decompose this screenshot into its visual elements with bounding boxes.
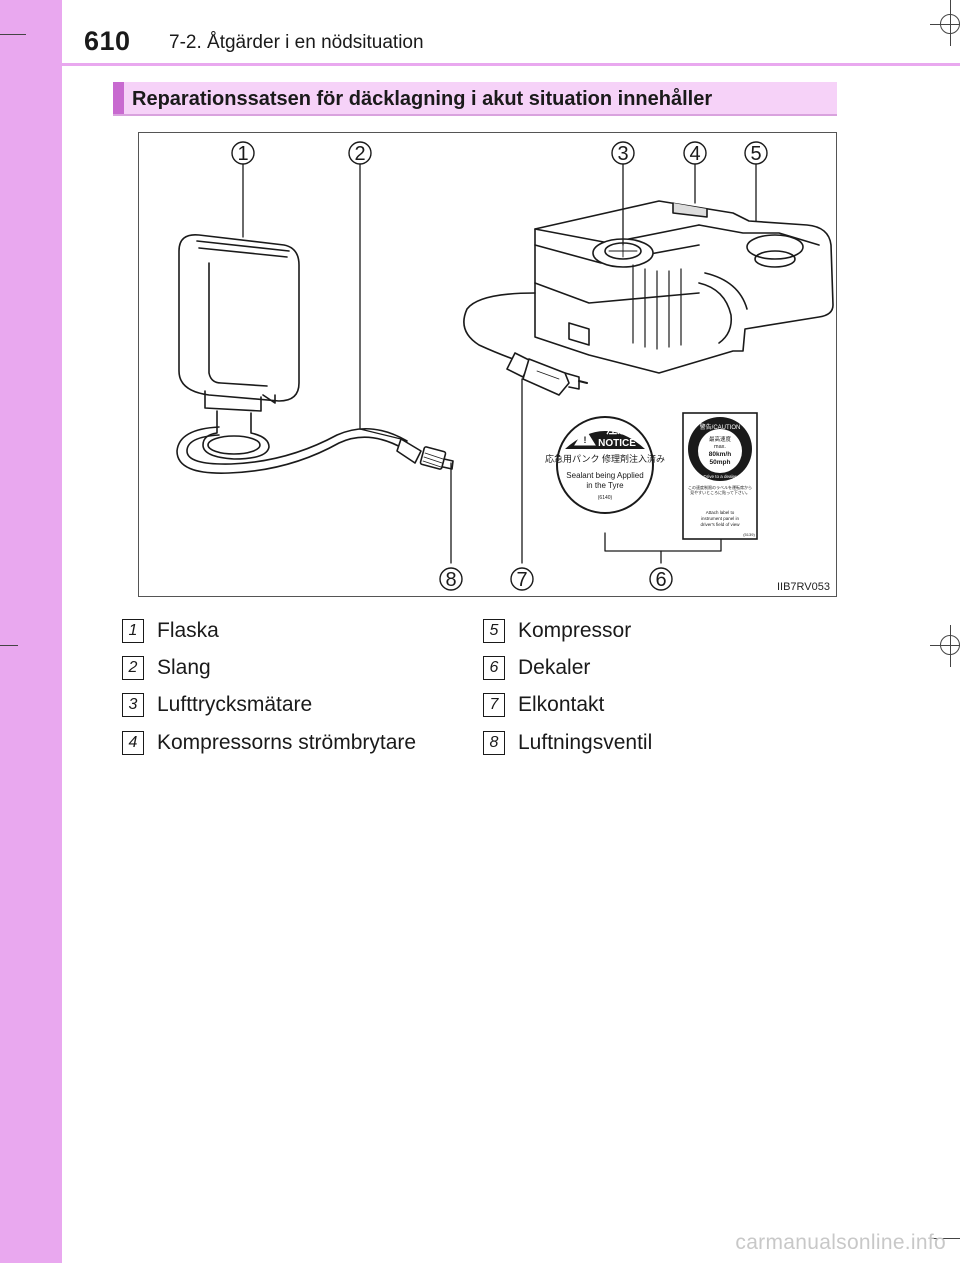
svg-text:max.: max.: [714, 444, 726, 450]
svg-text:Sealant being Applied: Sealant being Applied: [566, 471, 643, 480]
legend-number: 1: [122, 619, 144, 643]
svg-text:6: 6: [655, 569, 666, 591]
page-number: 610: [84, 26, 131, 56]
crop-mark: [0, 34, 26, 35]
legend-label: Luftningsventil: [518, 731, 653, 754]
callout-2: 2: [348, 141, 372, 165]
svg-text:警告/CAUTION: 警告/CAUTION: [700, 423, 741, 431]
legend-label: Dekaler: [518, 656, 591, 679]
legend-label: Slang: [157, 656, 211, 679]
callout-5: 5: [744, 141, 768, 165]
section-heading-bar: Reparationssatsen för däcklagning i akut…: [113, 82, 837, 116]
svg-text:応急用パンク 修理剤注入済み: 応急用パンク 修理剤注入済み: [545, 453, 665, 464]
svg-text:7: 7: [516, 569, 527, 591]
legend-label: Lufttrycksmätare: [157, 693, 313, 716]
callout-6: 6: [649, 567, 673, 591]
callout-1: 1: [231, 141, 255, 165]
svg-text:(5139): (5139): [743, 532, 755, 537]
parts-legend: 1 Flaska 2 Slang 3 Lufttrycksmätare 4 Ko…: [122, 617, 842, 777]
legend-label: Elkontakt: [518, 693, 605, 716]
svg-text:5: 5: [750, 143, 761, 165]
notice-sticker: ! 注意 NOTICE 応急用パンク 修理剤注入済み Sealant being…: [545, 416, 665, 514]
repair-kit-illustration: 1 2 3 4 5 6 7 8 ! 注意 NOTICE 応急用パンク 修理剤注入…: [138, 132, 837, 597]
callout-numbers: 1 2 3 4 5 6 7 8: [231, 141, 768, 591]
legend-number: 5: [483, 619, 505, 643]
legend-label: Flaska: [157, 619, 219, 642]
illustration-drawing: 1 2 3 4 5 6 7 8 ! 注意 NOTICE 応急用パンク 修理剤注入…: [176, 141, 834, 591]
svg-text:注意: 注意: [606, 422, 628, 436]
svg-text:Drive to a dealer: Drive to a dealer: [703, 474, 737, 479]
legend-item: 5 Kompressor: [483, 617, 631, 645]
legend-number: 7: [483, 693, 505, 717]
legend-number: 8: [483, 731, 505, 755]
svg-text:3: 3: [617, 143, 628, 165]
legend-label: Kompressorns strömbrytare: [157, 731, 417, 754]
section-title: Reparationssatsen för däcklagning i akut…: [132, 88, 713, 110]
svg-text:NOTICE: NOTICE: [598, 438, 636, 449]
svg-text:driver's field of view: driver's field of view: [700, 522, 740, 527]
legend-item: 2 Slang: [122, 654, 211, 682]
compressor-drawing: [463, 200, 834, 396]
page-header: 610 7-2. Åtgärder i en nödsituation: [62, 0, 960, 66]
svg-text:8: 8: [445, 569, 456, 591]
svg-text:in the Tyre: in the Tyre: [586, 481, 624, 490]
legend-item: 6 Dekaler: [483, 654, 590, 682]
svg-text:最高速度: 最高速度: [709, 435, 732, 443]
svg-text:2: 2: [354, 143, 365, 165]
legend-label: Kompressor: [518, 619, 632, 642]
legend-item: 1 Flaska: [122, 617, 219, 645]
section-accent: [113, 82, 124, 114]
header-rule: [62, 63, 960, 66]
crop-mark: [0, 645, 18, 646]
legend-number: 2: [122, 656, 144, 680]
crop-mark: [930, 1238, 960, 1239]
svg-text:50mph: 50mph: [710, 459, 731, 466]
legend-item: 8 Luftningsventil: [483, 729, 652, 757]
svg-text:(6140): (6140): [598, 495, 613, 501]
legend-number: 4: [122, 731, 144, 755]
callout-3: 3: [611, 141, 635, 165]
figure-code: IIB7RV053: [776, 581, 830, 593]
legend-number: 3: [122, 693, 144, 717]
legend-item: 3 Lufttrycksmätare: [122, 691, 312, 719]
svg-text:1: 1: [237, 143, 248, 165]
svg-text:4: 4: [689, 143, 700, 165]
caution-sticker: 警告/CAUTION 最高速度 max. 80km/h 50mph Drive …: [682, 412, 758, 540]
side-color-strip: [0, 0, 62, 1263]
crop-registration-mark: [940, 635, 960, 655]
callout-4: 4: [683, 141, 707, 165]
legend-number: 6: [483, 656, 505, 680]
callout-8: 8: [439, 567, 463, 591]
chapter-title: 7-2. Åtgärder i en nödsituation: [169, 32, 424, 53]
legend-item: 7 Elkontakt: [483, 691, 604, 719]
watermark-link[interactable]: carmanualsonline.info: [735, 1231, 946, 1254]
legend-item: 4 Kompressorns strömbrytare: [122, 729, 416, 757]
svg-text:Attach label to: Attach label to: [706, 510, 735, 515]
callout-7: 7: [510, 567, 534, 591]
svg-text:80km/h: 80km/h: [709, 451, 731, 458]
svg-text:instrument panel in: instrument panel in: [701, 516, 740, 521]
sealant-bottle-drawing: [176, 234, 454, 474]
callout-leader-lines: [242, 163, 757, 564]
svg-text:!: !: [584, 435, 587, 445]
